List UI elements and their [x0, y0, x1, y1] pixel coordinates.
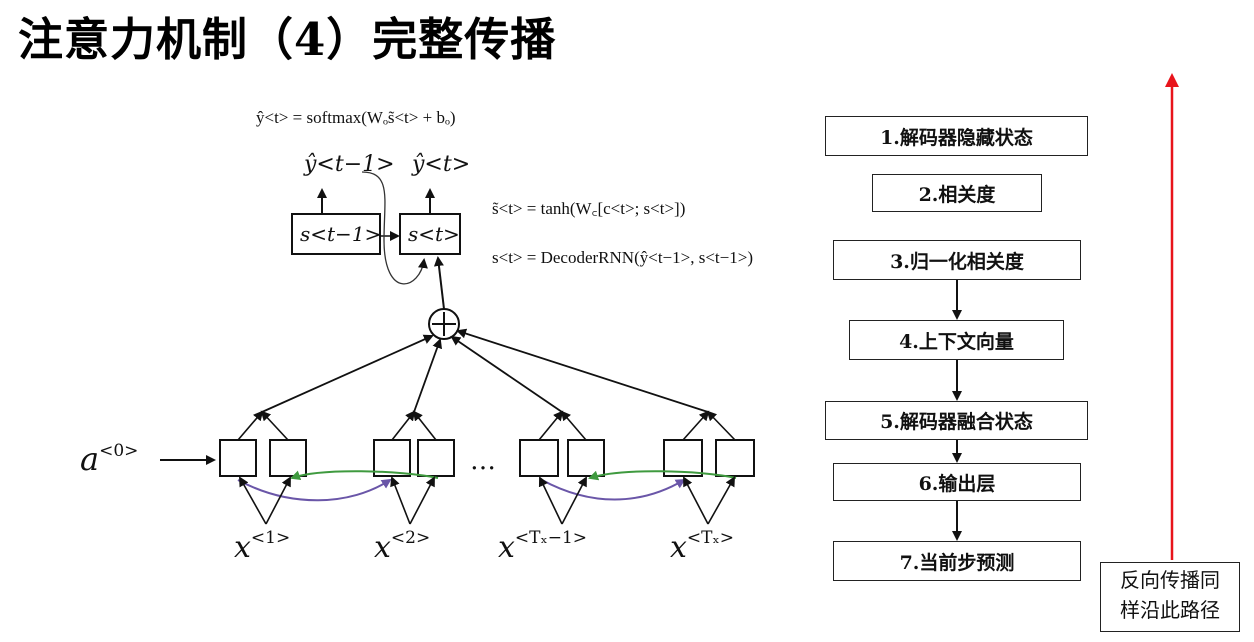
flow-step-6: 6.输出层: [833, 463, 1081, 501]
output-equation: ŷ<t> = softmax(Wₒs̃<t> + bₒ): [256, 108, 456, 127]
tilde-state-equation: s̃<t> = tanh(W꜀[c<t>; s<t>]): [492, 199, 686, 218]
output-curr-label: ŷ<t>: [412, 152, 471, 177]
backward-link: [290, 470, 439, 481]
flow-step-4: 4.上下文向量: [849, 320, 1064, 360]
input-label-1: x<1>: [234, 528, 291, 565]
attention-network-diagram: [160, 171, 755, 525]
initial-state-label: a<0>: [80, 440, 139, 478]
flow-step-3: 3.归一化相关度: [833, 240, 1081, 280]
input-label-tx: x<Tₓ>: [670, 528, 734, 565]
encoder-cell: [417, 439, 455, 477]
encoder-cell: [715, 439, 755, 477]
backprop-note: 反向传播同 样沿此路径: [1100, 562, 1240, 632]
flow-step-5: 5.解码器融合状态: [825, 401, 1088, 440]
feedback-curve: [361, 171, 428, 285]
input-label-2: x<2>: [374, 528, 431, 565]
forward-link: [541, 478, 686, 501]
backprop-note-line1: 反向传播同: [1120, 568, 1220, 592]
decoder-curr-label: s<t>: [408, 222, 460, 246]
input-label-tx-minus-1: x<Tₓ−1>: [498, 528, 588, 565]
flow-step-7: 7.当前步预测: [833, 541, 1081, 581]
sum-to-decoder-arrow: [433, 256, 445, 310]
forward-link: [237, 478, 392, 502]
backward-link: [588, 470, 737, 481]
decoder-prev-box: [291, 213, 381, 255]
backprop-note-line2: 样沿此路径: [1120, 598, 1220, 622]
decoder-curr-box: [399, 213, 461, 255]
decoder-state-equation: s<t> = DecoderRNN(ŷ<t−1>, s<t−1>): [492, 248, 753, 267]
flow-step-2: 2.相关度: [872, 174, 1042, 212]
page-title: 注意力机制（4）完整传播: [18, 13, 557, 66]
flow-step-1: 1.解码器隐藏状态: [825, 116, 1088, 156]
encoder-cell: [519, 439, 559, 477]
decoder-prev-label: s<t−1>: [300, 222, 382, 246]
ellipsis: …: [470, 446, 496, 476]
output-prev-label: ŷ<t−1>: [304, 152, 395, 177]
